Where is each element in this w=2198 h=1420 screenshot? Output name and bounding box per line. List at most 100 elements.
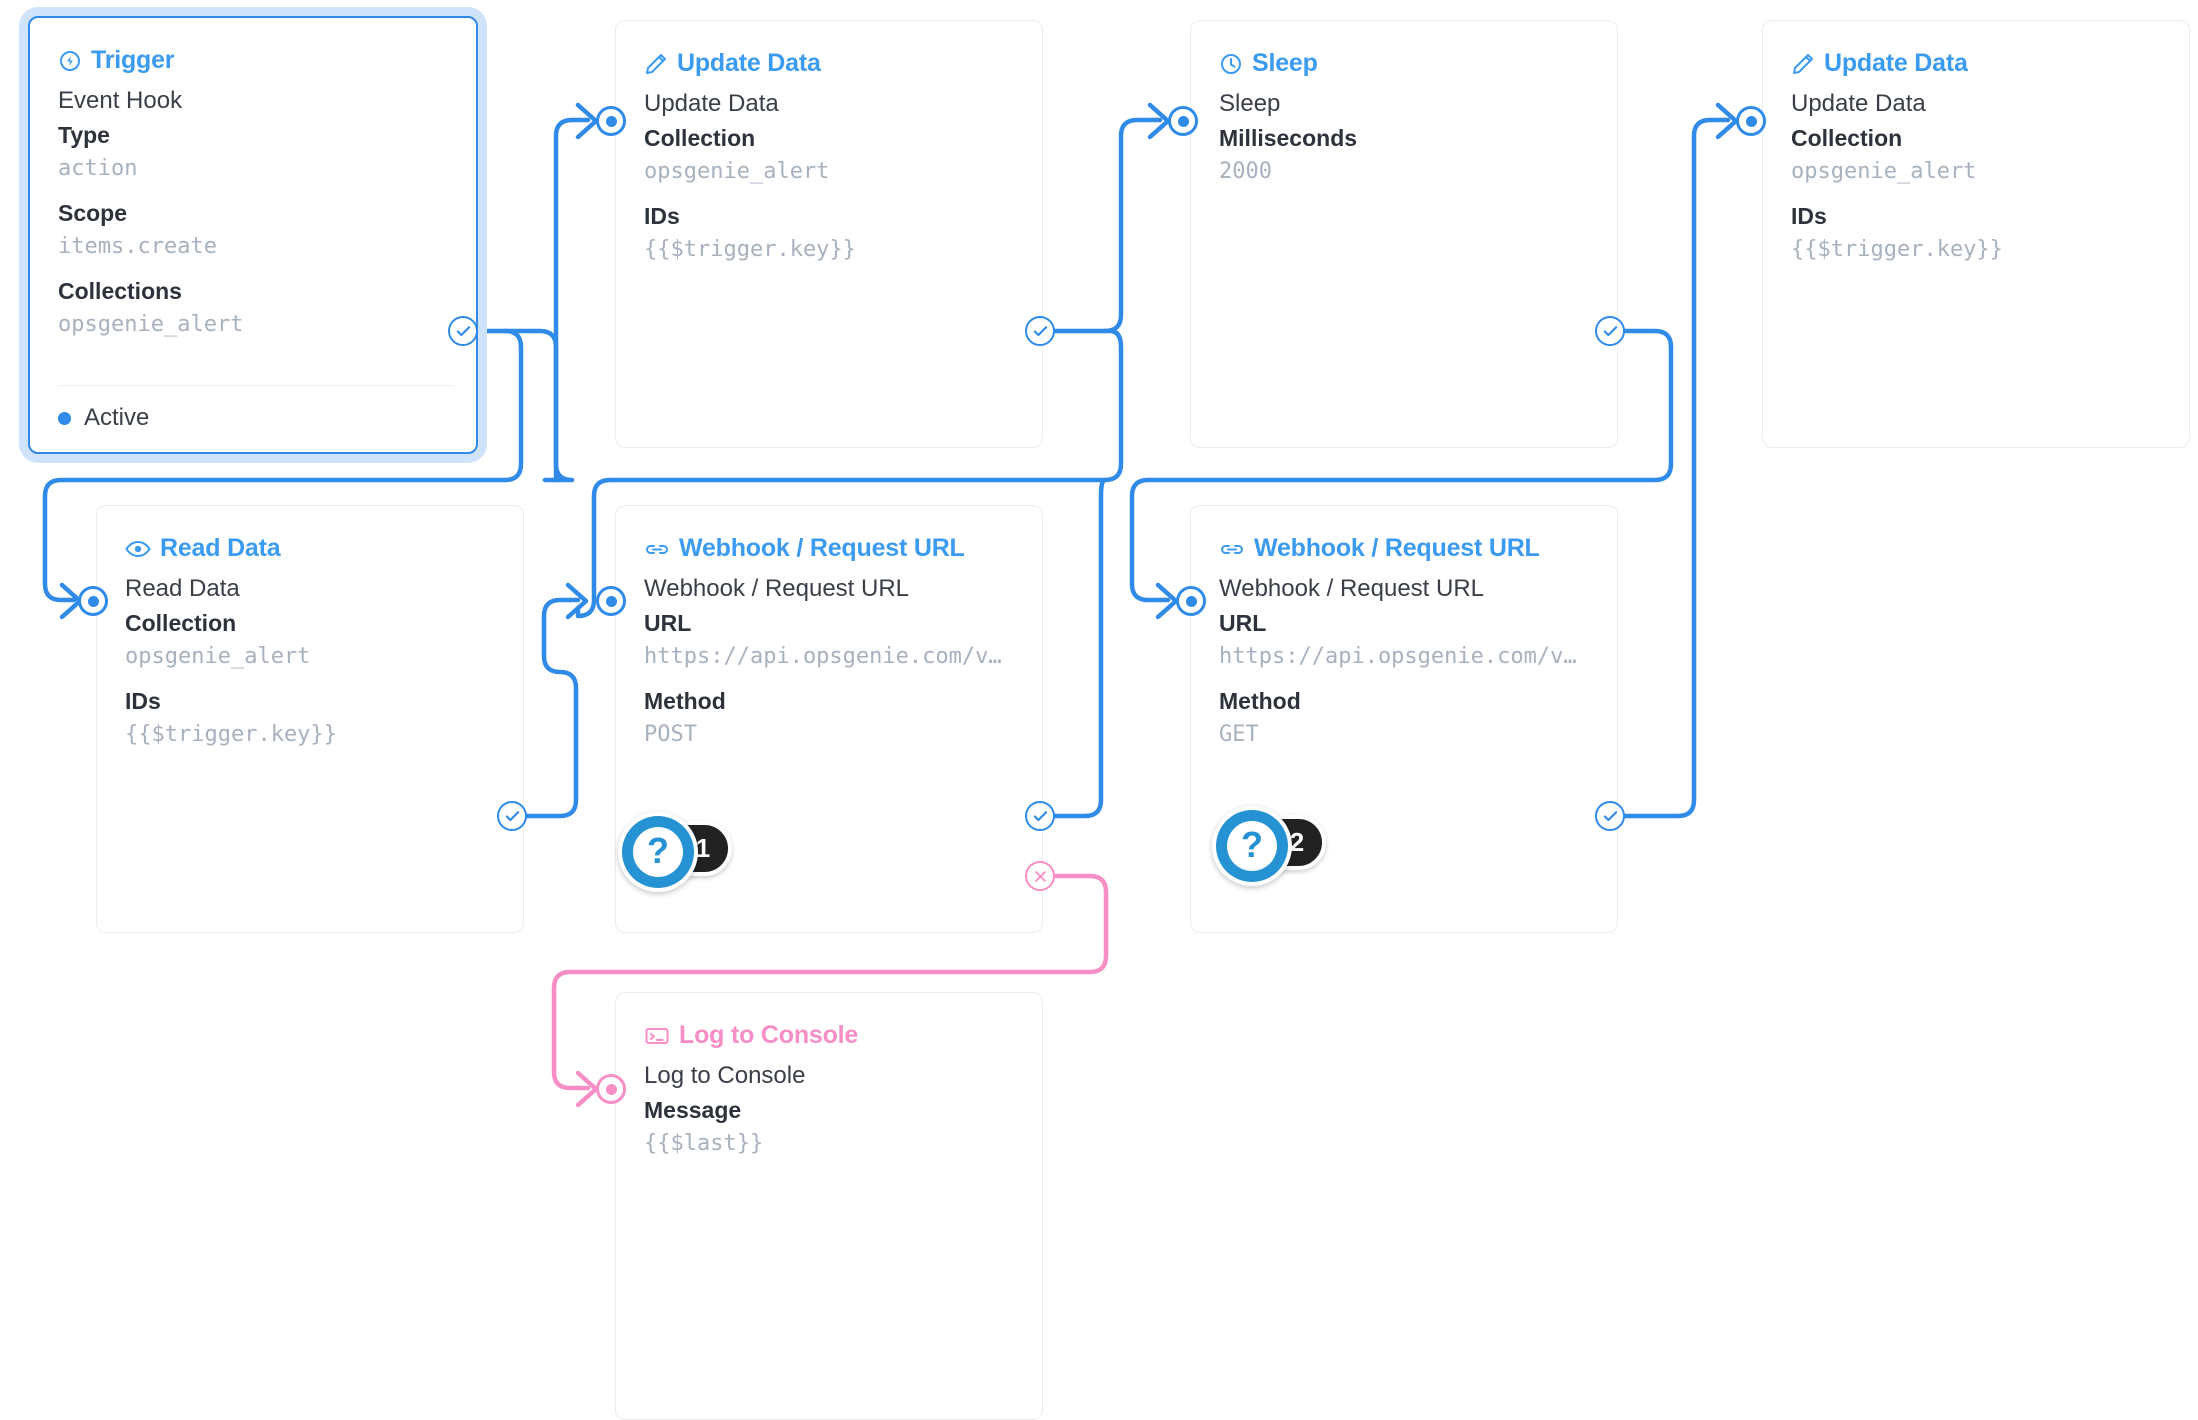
webhook-get-row-title: Webhook / Request URL: [1219, 575, 1485, 602]
trigger-field-value-collections: opsgenie_alert: [58, 312, 244, 337]
check-circle-icon[interactable]: [1595, 801, 1625, 831]
sleep-row-title: Sleep: [1219, 90, 1281, 117]
arrow-sleep: [1147, 102, 1171, 140]
sleep-body: Sleep Milliseconds 2000: [1191, 78, 1617, 188]
update-data-top-label-collection: Collection: [644, 125, 756, 151]
update-data-top-value-collection: opsgenie_alert: [644, 159, 830, 184]
input-dot-icon[interactable]: [596, 106, 626, 136]
trigger-header-label: Trigger: [91, 46, 175, 74]
sleep-header: Sleep: [1191, 21, 1617, 78]
update-data-right-row-title: Update Data: [1791, 90, 1926, 117]
update-data-right-input-port[interactable]: [1736, 106, 1766, 136]
update-data-right-body: Update Data Collection opsgenie_alert ID…: [1763, 78, 2189, 266]
help-ring-2: ?: [1216, 810, 1288, 882]
check-circle-icon[interactable]: [1595, 316, 1625, 346]
help-badge-1[interactable]: 1 ?: [618, 812, 732, 892]
node-log-to-console[interactable]: Log to Console Log to Console Message {{…: [615, 992, 1043, 1420]
pencil-icon: [644, 52, 668, 76]
node-read-data[interactable]: Read Data Read Data Collection opsgenie_…: [96, 505, 524, 933]
webhook-post-header-label: Webhook / Request URL: [679, 534, 965, 562]
arrow-update-data-top: [575, 102, 599, 140]
read-data-output-port[interactable]: [497, 801, 527, 831]
webhook-get-label-method: Method: [1219, 688, 1301, 714]
webhook-post-output-port-reject[interactable]: [1025, 861, 1055, 891]
update-data-top-output-port[interactable]: [1025, 316, 1055, 346]
help-ring-1: ?: [622, 816, 694, 888]
log-to-console-value-message: {{$last}}: [644, 1131, 764, 1156]
log-to-console-input-port[interactable]: [596, 1074, 626, 1104]
sleep-header-label: Sleep: [1252, 49, 1318, 77]
log-to-console-header-label: Log to Console: [679, 1021, 859, 1049]
webhook-get-header: Webhook / Request URL: [1191, 506, 1617, 563]
webhook-post-input-port[interactable]: [596, 586, 626, 616]
status-dot-icon: [58, 411, 71, 425]
input-dot-icon[interactable]: [1176, 586, 1206, 616]
sleep-input-port[interactable]: [1168, 106, 1198, 136]
webhook-post-label-url: URL: [644, 610, 692, 636]
wire-trigger-branch-up: [553, 117, 591, 483]
node-update-data-right[interactable]: Update Data Update Data Collection opsge…: [1762, 20, 2190, 448]
wire-read-data-to-webhook-post: [524, 597, 581, 819]
update-data-top-header-label: Update Data: [677, 49, 821, 77]
webhook-post-output-port-success[interactable]: [1025, 801, 1055, 831]
wire-webhook-post-success: [1052, 477, 1108, 819]
input-dot-icon[interactable]: [596, 586, 626, 616]
update-data-top-header: Update Data: [616, 21, 1042, 78]
check-circle-icon[interactable]: [448, 316, 478, 346]
x-circle-icon[interactable]: [1025, 861, 1055, 891]
update-data-right-header-label: Update Data: [1824, 49, 1968, 77]
read-data-input-port[interactable]: [78, 586, 108, 616]
trigger-field-value-type: action: [58, 156, 138, 181]
update-data-top-input-port[interactable]: [596, 106, 626, 136]
link-icon: [644, 537, 670, 561]
trigger-status: Active: [58, 385, 454, 432]
webhook-get-value-url: https://api.opsgenie.com/v…: [1219, 644, 1577, 669]
sleep-label-milliseconds: Milliseconds: [1219, 125, 1358, 151]
status-badge: Active: [84, 404, 150, 431]
read-data-value-collection: opsgenie_alert: [125, 644, 311, 669]
arrow-log-to-console: [575, 1070, 599, 1108]
webhook-get-input-port[interactable]: [1176, 586, 1206, 616]
webhook-get-body: Webhook / Request URL URL https://api.op…: [1191, 563, 1617, 751]
webhook-get-label-url: URL: [1219, 610, 1267, 636]
arrow-webhook-get: [1155, 582, 1179, 620]
check-circle-icon[interactable]: [497, 801, 527, 831]
check-circle-icon[interactable]: [1025, 801, 1055, 831]
webhook-get-output-port[interactable]: [1595, 801, 1625, 831]
pencil-icon: [1791, 52, 1815, 76]
webhook-post-value-method: POST: [644, 722, 697, 747]
sleep-output-port[interactable]: [1595, 316, 1625, 346]
log-to-console-header: Log to Console: [616, 993, 1042, 1050]
log-to-console-body: Log to Console Message {{$last}}: [616, 1050, 1042, 1160]
read-data-row-title: Read Data: [125, 575, 240, 602]
question-mark-icon: ?: [633, 827, 683, 877]
webhook-get-header-label: Webhook / Request URL: [1254, 534, 1540, 562]
input-dot-icon[interactable]: [596, 1074, 626, 1104]
input-dot-icon[interactable]: [1736, 106, 1766, 136]
node-update-data-top[interactable]: Update Data Update Data Collection opsge…: [615, 20, 1043, 448]
update-data-top-value-ids: {{$trigger.key}}: [644, 237, 856, 262]
trigger-row-title: Event Hook: [58, 87, 183, 114]
lightning-circle-icon: [58, 49, 82, 73]
webhook-post-header: Webhook / Request URL: [616, 506, 1042, 563]
update-data-right-label-collection: Collection: [1791, 125, 1903, 151]
update-data-right-value-collection: opsgenie_alert: [1791, 159, 1977, 184]
update-data-top-row-title: Update Data: [644, 90, 779, 117]
help-badge-2[interactable]: 2 ?: [1212, 806, 1326, 886]
link-icon: [1219, 537, 1245, 561]
clock-icon: [1219, 52, 1243, 76]
check-circle-icon[interactable]: [1025, 316, 1055, 346]
webhook-post-row-title: Webhook / Request URL: [644, 575, 910, 602]
wire-trigger-to-update-data-top: [502, 328, 575, 483]
input-dot-icon[interactable]: [1168, 106, 1198, 136]
node-sleep[interactable]: Sleep Sleep Milliseconds 2000: [1190, 20, 1618, 448]
read-data-header: Read Data: [97, 506, 523, 563]
node-trigger[interactable]: Trigger Event Hook Type action Scope ite…: [28, 16, 478, 454]
update-data-top-body: Update Data Collection opsgenie_alert ID…: [616, 78, 1042, 266]
input-dot-icon[interactable]: [78, 586, 108, 616]
help-circle-2[interactable]: ?: [1212, 806, 1292, 886]
log-to-console-row-title: Log to Console: [644, 1062, 806, 1089]
help-circle-1[interactable]: ?: [618, 812, 698, 892]
trigger-output-port[interactable]: [448, 316, 478, 346]
